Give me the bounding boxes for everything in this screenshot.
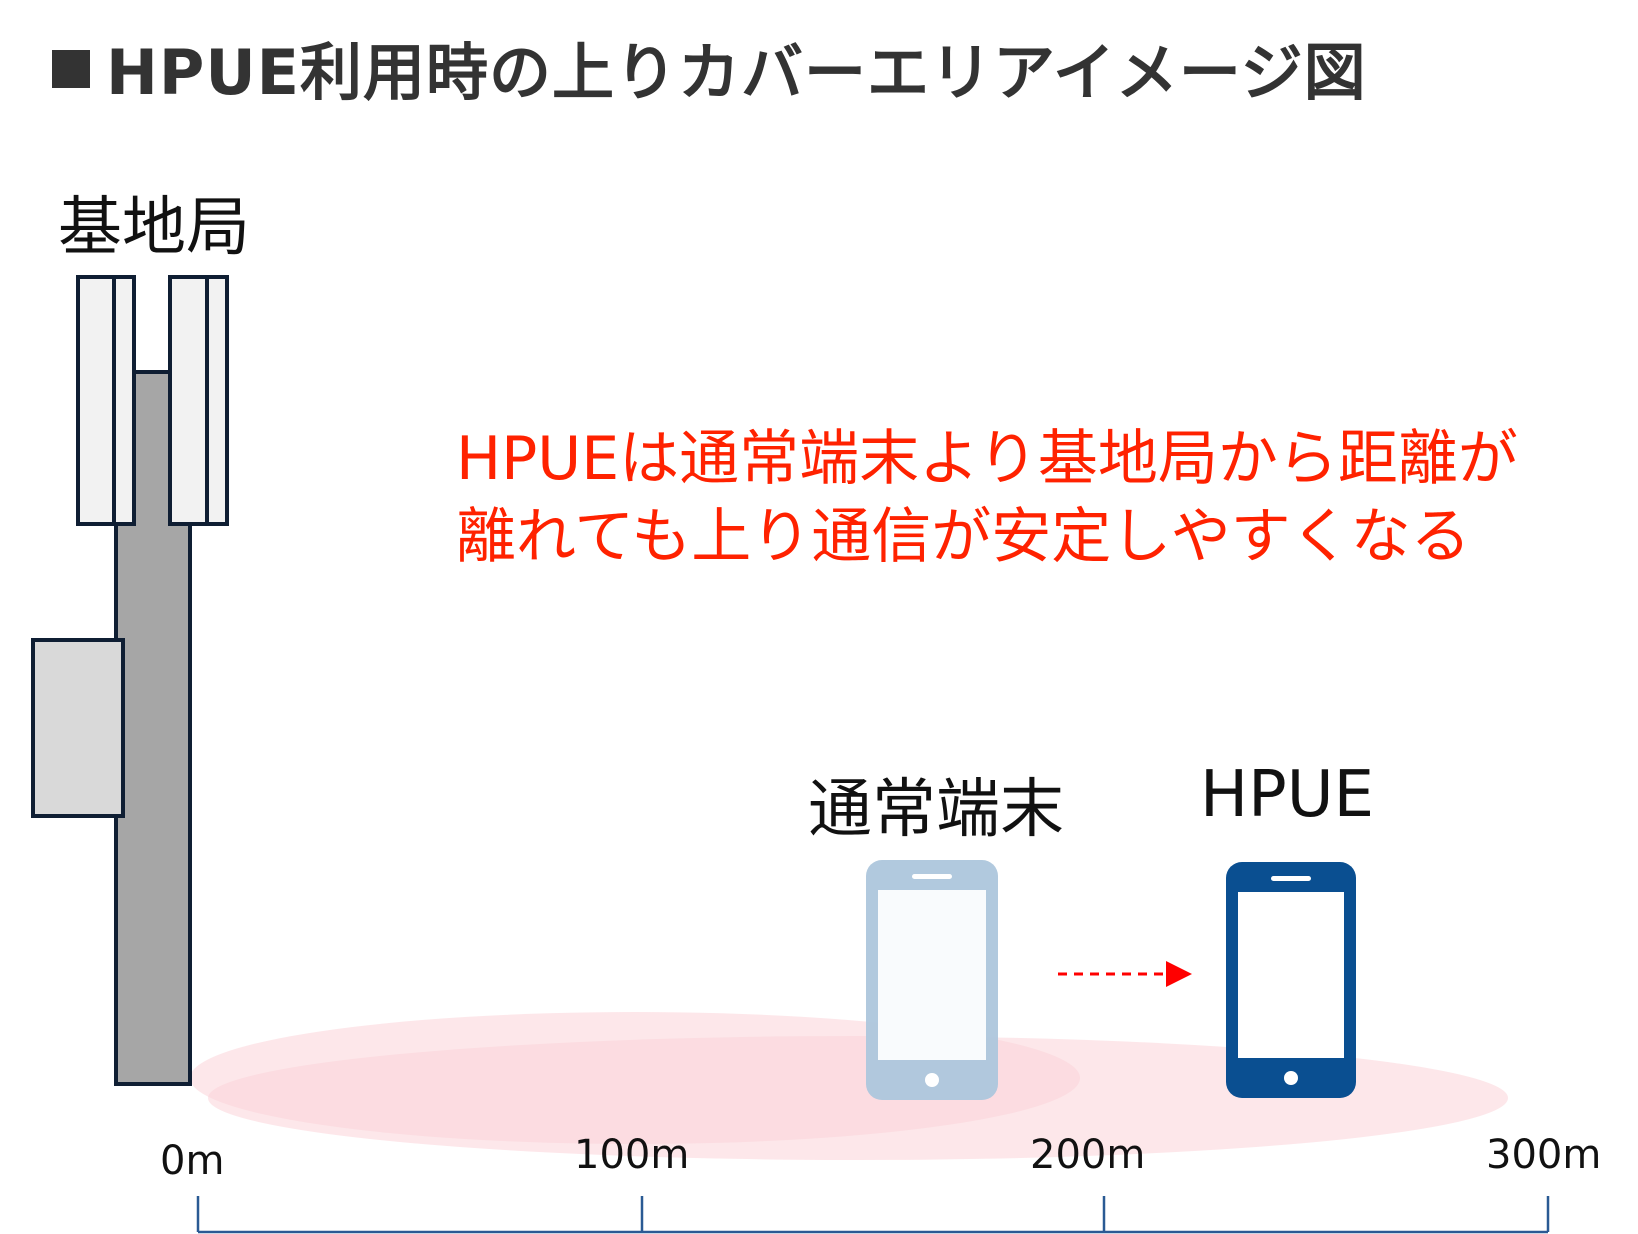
base-station-label: 基地局 xyxy=(58,191,250,265)
page-title-text: HPUE利用時の上りカバーエリアイメージ図 xyxy=(106,36,1367,109)
coverage-message-line-2: 離れても上り通信が安定しやすくなる xyxy=(456,502,1471,572)
coverage-message: HPUEは通常端末より基地局から距離が 離れても上り通信が安定しやすくなる xyxy=(456,420,1518,576)
scale-label-300m: 300m xyxy=(1486,1132,1602,1178)
hpue-device-label: HPUE xyxy=(1200,758,1374,832)
dashed-arrow xyxy=(1058,961,1192,987)
scale-label-100m: 100m xyxy=(574,1132,690,1178)
tower-equipment-box xyxy=(31,638,125,818)
antenna-right xyxy=(168,275,229,526)
distance-scale xyxy=(196,1196,1550,1234)
normal-device-label: 通常端末 xyxy=(808,773,1064,847)
normal-coverage-area xyxy=(190,1012,1080,1144)
hpue-phone-icon xyxy=(1226,862,1356,1098)
coverage-message-line-1: HPUEは通常端末より基地局から距離が xyxy=(456,424,1518,494)
base-station-icon xyxy=(31,275,229,1086)
scale-label-0m: 0m xyxy=(160,1138,225,1184)
scale-label-200m: 200m xyxy=(1030,1132,1146,1178)
page-title: HPUE利用時の上りカバーエリアイメージ図 xyxy=(52,22,1367,112)
antenna-left xyxy=(76,275,136,526)
square-bullet-icon xyxy=(52,50,90,88)
coverage-areas xyxy=(190,1012,1508,1160)
normal-device-phone-icon xyxy=(866,860,998,1100)
